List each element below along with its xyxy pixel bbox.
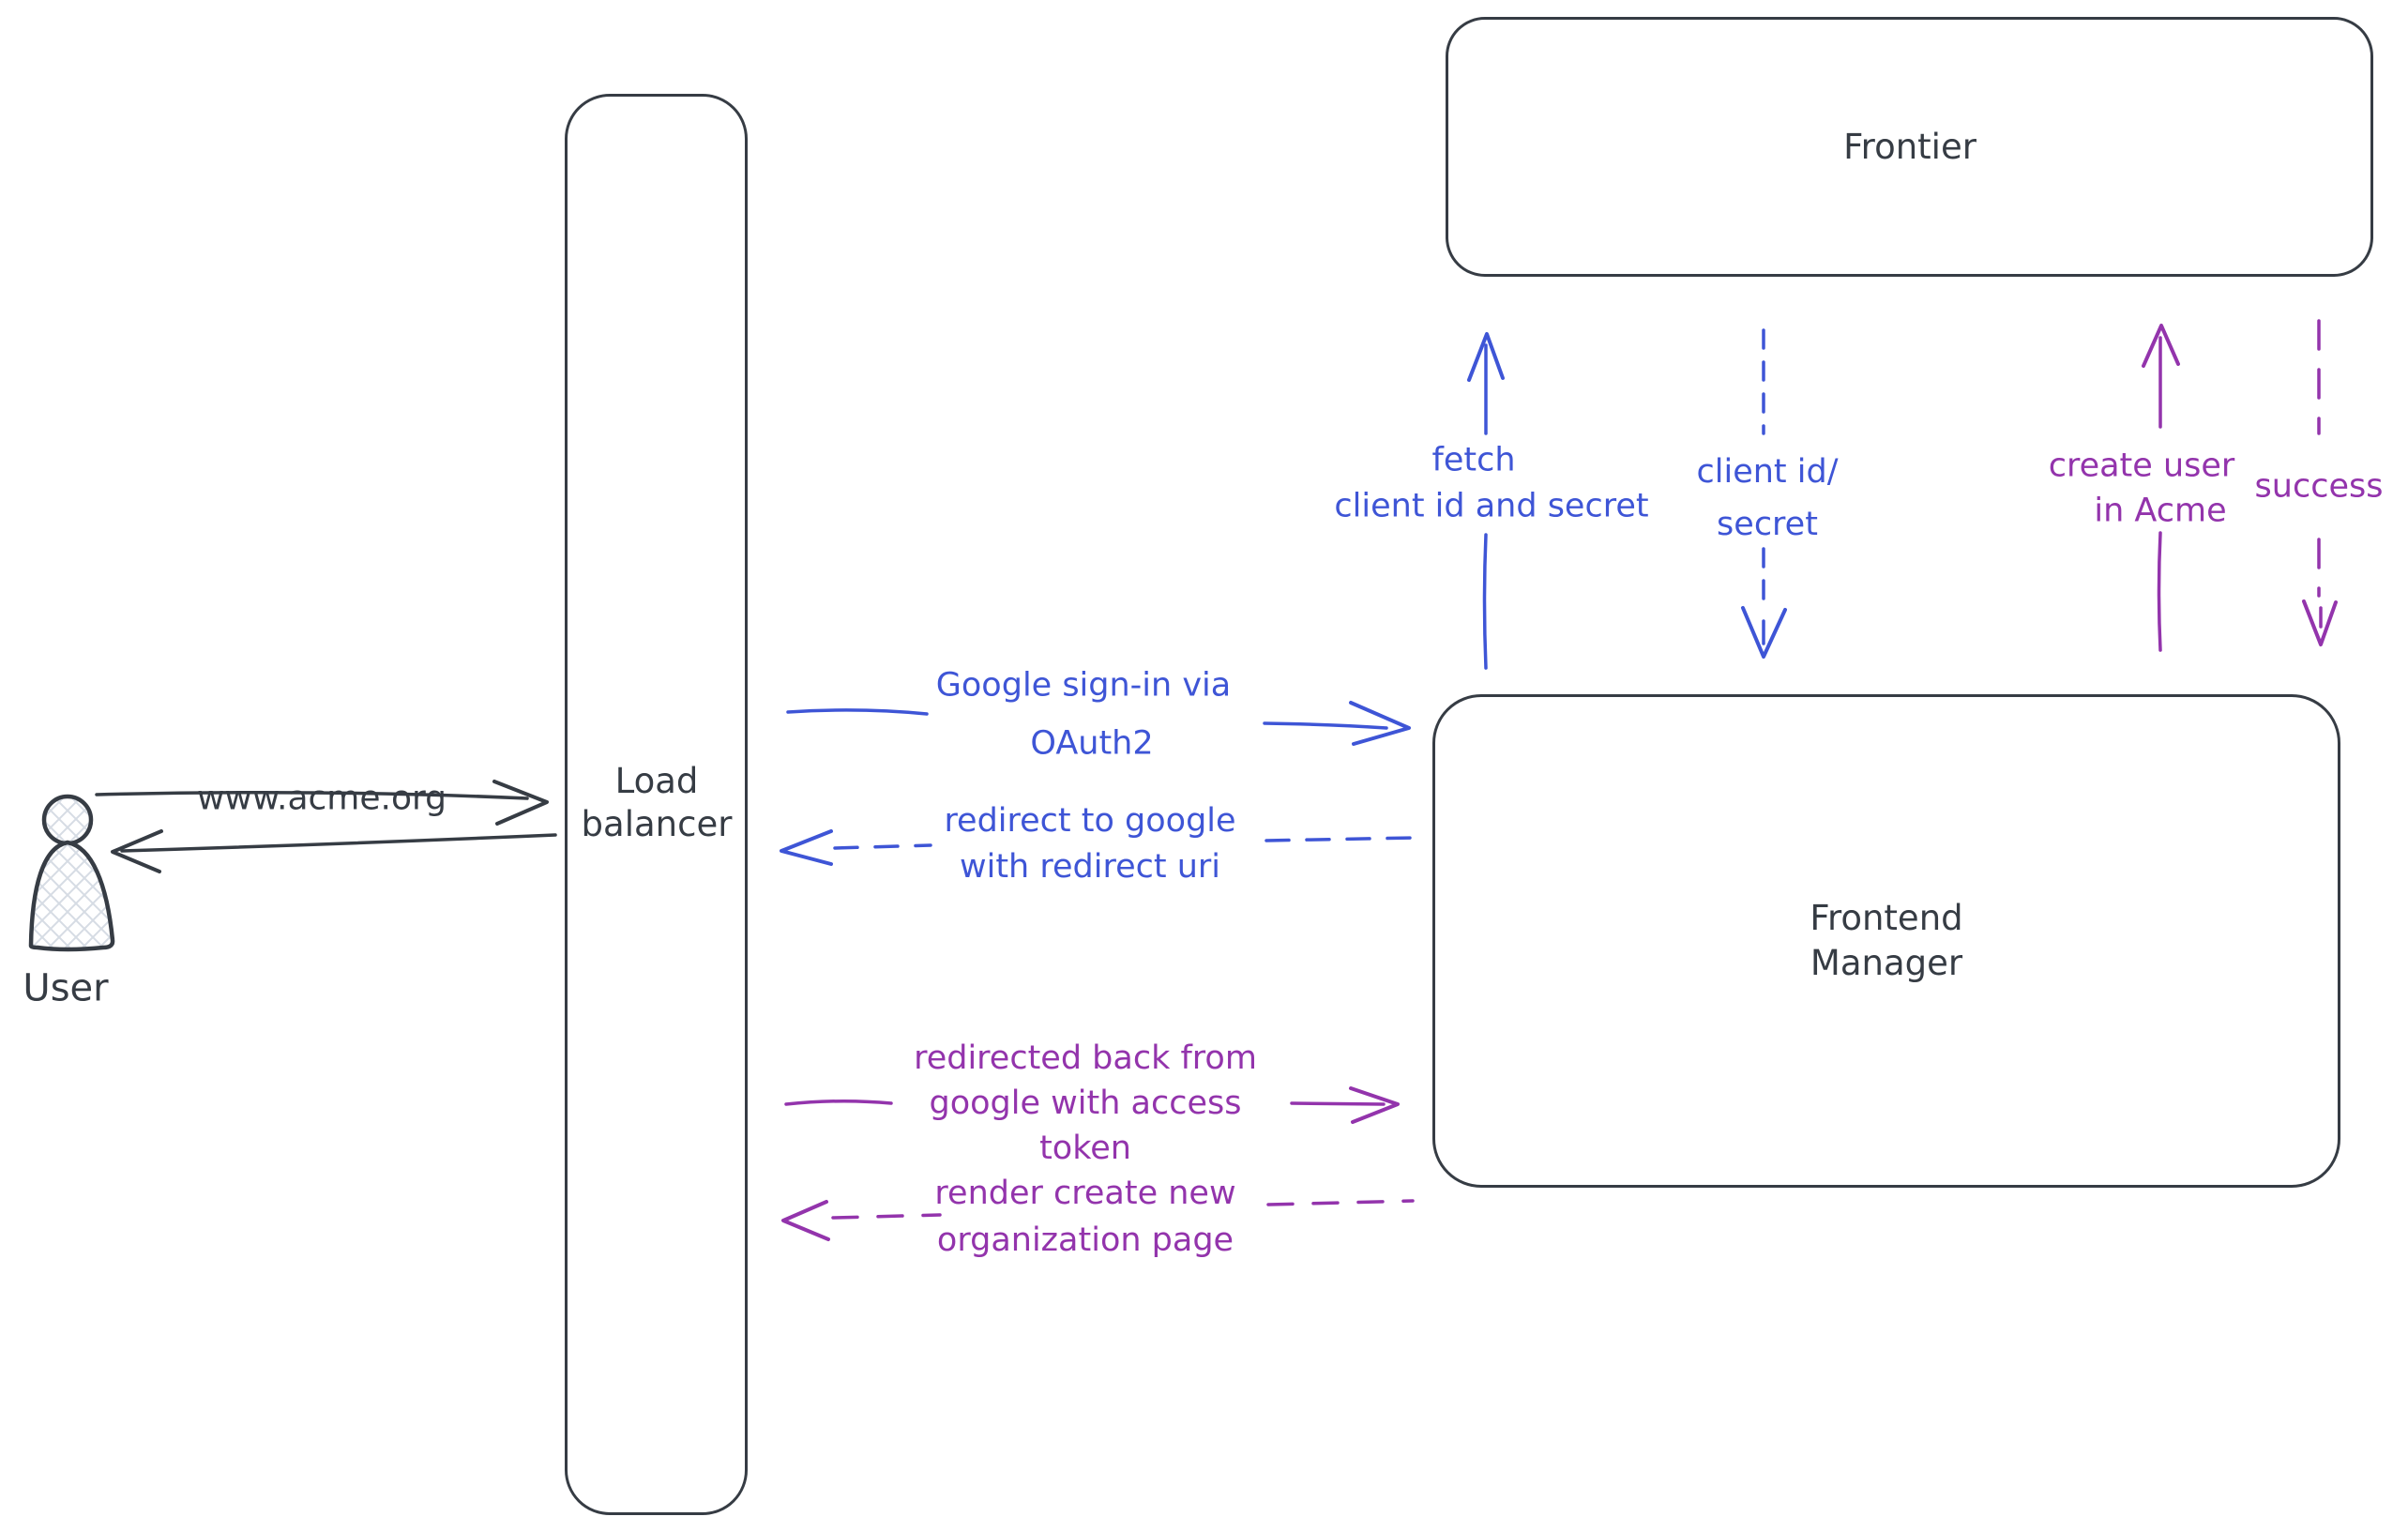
acme-request-label: www.acme.org <box>196 779 447 818</box>
google-signin-label-line1: Google sign-in via <box>935 666 1232 705</box>
redirected-back-label-line1: redirected back from <box>914 1039 1257 1077</box>
client-creds-label-line1: client id/ <box>1696 453 1839 491</box>
frontend-manager-node <box>1432 694 2340 1188</box>
arrow-redirect-to-google <box>780 829 1416 866</box>
arrow-response-to-user <box>111 829 557 873</box>
redirected-back-label: redirected back from google with access … <box>914 1036 1257 1171</box>
frontier-node <box>1446 17 2373 277</box>
arrow-render-org-page <box>781 1199 1415 1241</box>
load-balancer-label-line2: balancer <box>581 804 733 844</box>
frontend-manager-label: Frontend Manager <box>1810 896 1962 986</box>
redirect-google-label-line2: with redirect uri <box>959 848 1221 886</box>
arrow-success-response <box>2302 319 2338 646</box>
arrow-redirected-back <box>784 1086 1400 1124</box>
fetch-creds-label-line2: client id and secret <box>1334 487 1649 525</box>
redirected-back-label-line3: token <box>1039 1130 1131 1167</box>
client-creds-label: client id/ secret <box>1697 446 1839 551</box>
arrow-www-acme-request <box>95 780 549 826</box>
load-balancer-label-line1: Load <box>614 761 699 801</box>
arrow-google-signin <box>786 701 1411 746</box>
render-org-page-label-line2: organization page <box>936 1221 1234 1259</box>
client-creds-label-line2: secret <box>1717 506 1818 543</box>
create-user-label-line1: create user <box>2048 447 2235 485</box>
load-balancer-node <box>565 94 748 1515</box>
google-signin-label-line2: OAuth2 <box>1030 724 1154 763</box>
create-user-label-line2: in Acme <box>2094 492 2227 530</box>
arrow-create-user <box>2142 324 2180 652</box>
user-label: User <box>23 966 109 1010</box>
user-figure-icon <box>28 794 115 952</box>
frontend-manager-label-line1: Frontend <box>1810 898 1963 938</box>
frontier-label: Frontier <box>1843 127 1976 167</box>
render-org-page-label-line1: render create new <box>934 1175 1236 1212</box>
redirected-back-label-line2: google with access <box>929 1085 1242 1122</box>
redirect-google-label-line1: redirect to google <box>944 802 1236 840</box>
frontend-manager-label-line2: Manager <box>1810 943 1963 983</box>
fetch-creds-label-line1: fetch <box>1431 441 1516 479</box>
redirect-google-label: redirect to google with redirect uri <box>944 798 1235 890</box>
success-label: success <box>2254 467 2384 506</box>
load-balancer-label: Load balancer <box>582 760 733 846</box>
arrow-fetch-client-creds <box>1467 332 1505 670</box>
render-org-page-label: render create new organization page <box>934 1170 1235 1264</box>
arrow-client-creds-response <box>1741 328 1787 659</box>
